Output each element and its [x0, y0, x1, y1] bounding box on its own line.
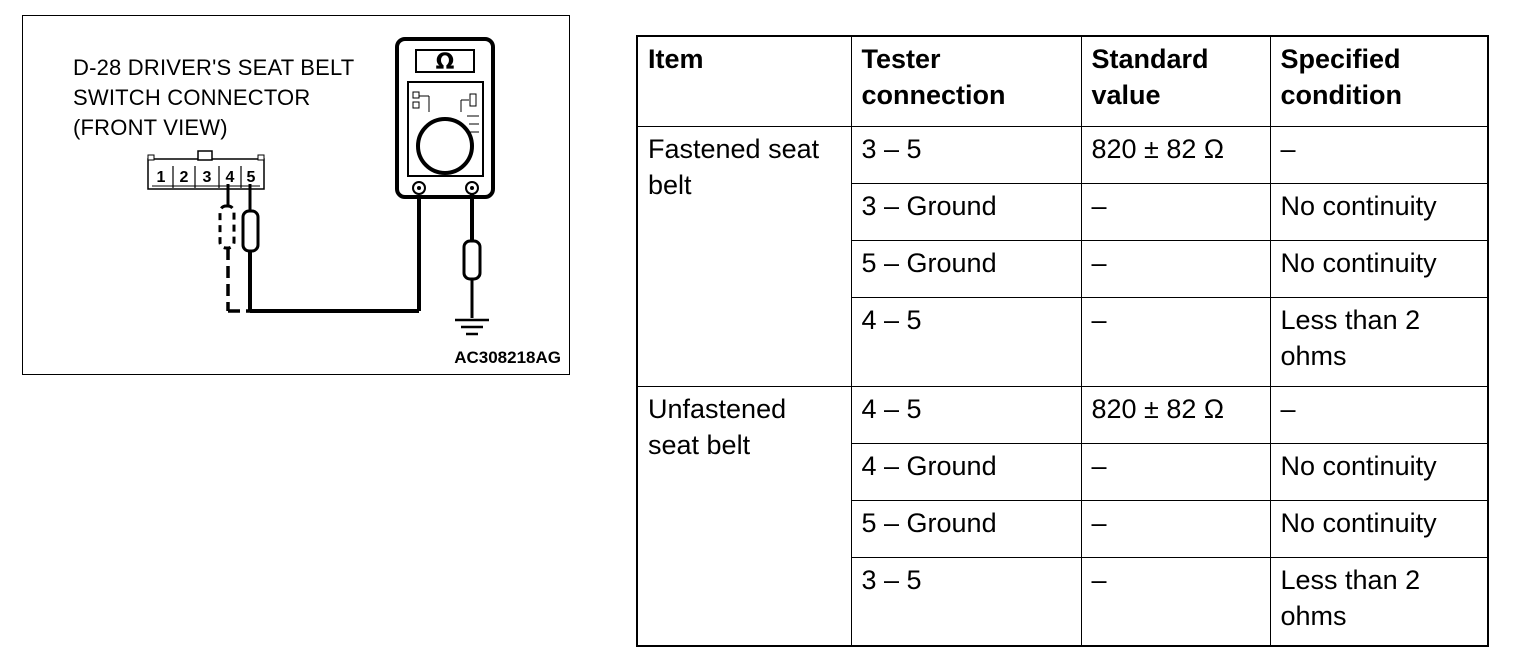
header-text: Tester — [861, 44, 941, 74]
connection-cell: 4 – 5 — [850, 296, 1082, 387]
caption-line: (FRONT VIEW) — [73, 115, 228, 140]
item-text: Fastened seat — [648, 133, 820, 164]
table-row: 3 – Ground – No continuity — [637, 182, 1489, 241]
table-row: 4 – 5 – Less than 2 ohms — [637, 296, 1489, 387]
header-text: Standard — [1091, 44, 1209, 74]
ground-icon — [455, 318, 489, 336]
condition-cell: – — [1269, 125, 1489, 184]
condition-cell: No continuity — [1269, 499, 1489, 558]
table-row: 3 – 5 – Less than 2 ohms — [637, 556, 1489, 647]
header-standard-value: Standard value — [1080, 35, 1271, 127]
item-cell: Unfastened seat belt — [636, 385, 852, 647]
pin-label: 1 — [157, 169, 166, 186]
solid-probe-icon — [241, 184, 421, 313]
condition-cell: No continuity — [1269, 442, 1489, 501]
header-tester-connection: Tester connection — [850, 35, 1082, 127]
header-text: value — [1091, 80, 1161, 110]
connection-cell: 3 – 5 — [850, 125, 1082, 184]
item-cell: Fastened seat belt — [636, 125, 852, 387]
condition-text: ohms — [1280, 340, 1347, 371]
standard-cell: 820 ± 82 Ω — [1080, 125, 1271, 184]
header-text: Specified — [1280, 44, 1401, 74]
header-item: Item — [636, 35, 852, 127]
item-text: Unfastened — [648, 393, 787, 424]
standard-cell: – — [1080, 296, 1271, 387]
item-text: seat belt — [648, 429, 751, 460]
table-row: 5 – Ground – No continuity — [637, 239, 1489, 298]
header-text: Item — [648, 44, 704, 74]
caption-line: SWITCH CONNECTOR — [73, 85, 311, 110]
condition-text: Less than 2 — [1280, 564, 1421, 595]
table-row: 5 – Ground – No continuity — [637, 499, 1489, 558]
condition-text: ohms — [1280, 600, 1347, 631]
standard-cell: – — [1080, 499, 1271, 558]
ohmmeter-icon — [395, 37, 495, 199]
item-text: belt — [648, 169, 692, 200]
pin-label: 3 — [203, 169, 212, 186]
caption-line: D-28 DRIVER'S SEAT BELT — [73, 55, 355, 80]
condition-cell: Less than 2 ohms — [1269, 556, 1489, 647]
header-specified-condition: Specified condition — [1269, 35, 1489, 127]
pin-label: 5 — [247, 169, 256, 186]
connector-test-figure: 1 2 3 4 5 — [22, 15, 570, 375]
standard-cell: – — [1080, 239, 1271, 298]
header-text: connection — [861, 80, 1006, 110]
connection-cell: 5 – Ground — [850, 499, 1082, 558]
wiring-diagram: 1 2 3 4 5 — [147, 37, 495, 336]
table-row: Fastened seat belt 3 – 5 820 ± 82 Ω – — [636, 125, 1489, 387]
connector-icon — [147, 150, 265, 190]
condition-cell: No continuity — [1269, 239, 1489, 298]
connector-caption: D-28 DRIVER'S SEAT BELT SWITCH CONNECTOR… — [73, 53, 354, 143]
figure-id: AC308218AG — [454, 348, 561, 367]
connection-cell: 3 – 5 — [850, 556, 1082, 647]
connection-cell: 3 – Ground — [850, 182, 1082, 241]
standard-cell: – — [1080, 556, 1271, 647]
continuity-spec-table: Item Tester connection Standard value Sp… — [636, 35, 1489, 647]
table-header-row: Item Tester connection Standard value Sp… — [636, 35, 1489, 127]
connection-cell: 4 – Ground — [850, 442, 1082, 501]
connection-cell: 4 – 5 — [850, 385, 1082, 444]
connection-cell: 5 – Ground — [850, 239, 1082, 298]
ground-probe-icon — [462, 194, 482, 318]
table-row: 4 – Ground – No continuity — [637, 442, 1489, 501]
pin-label: 4 — [226, 169, 235, 186]
condition-text: Less than 2 — [1280, 304, 1421, 335]
standard-cell: – — [1080, 442, 1271, 501]
condition-cell: Less than 2 ohms — [1269, 296, 1489, 387]
table-row: Unfastened seat belt 4 – 5 820 ± 82 Ω – — [636, 385, 1489, 647]
ohm-symbol: Ω — [436, 50, 455, 75]
standard-cell: – — [1080, 182, 1271, 241]
condition-cell: – — [1269, 385, 1489, 444]
header-text: condition — [1280, 80, 1402, 110]
pin-label: 2 — [180, 169, 189, 186]
condition-cell: No continuity — [1269, 182, 1489, 241]
standard-cell: 820 ± 82 Ω — [1080, 385, 1271, 444]
